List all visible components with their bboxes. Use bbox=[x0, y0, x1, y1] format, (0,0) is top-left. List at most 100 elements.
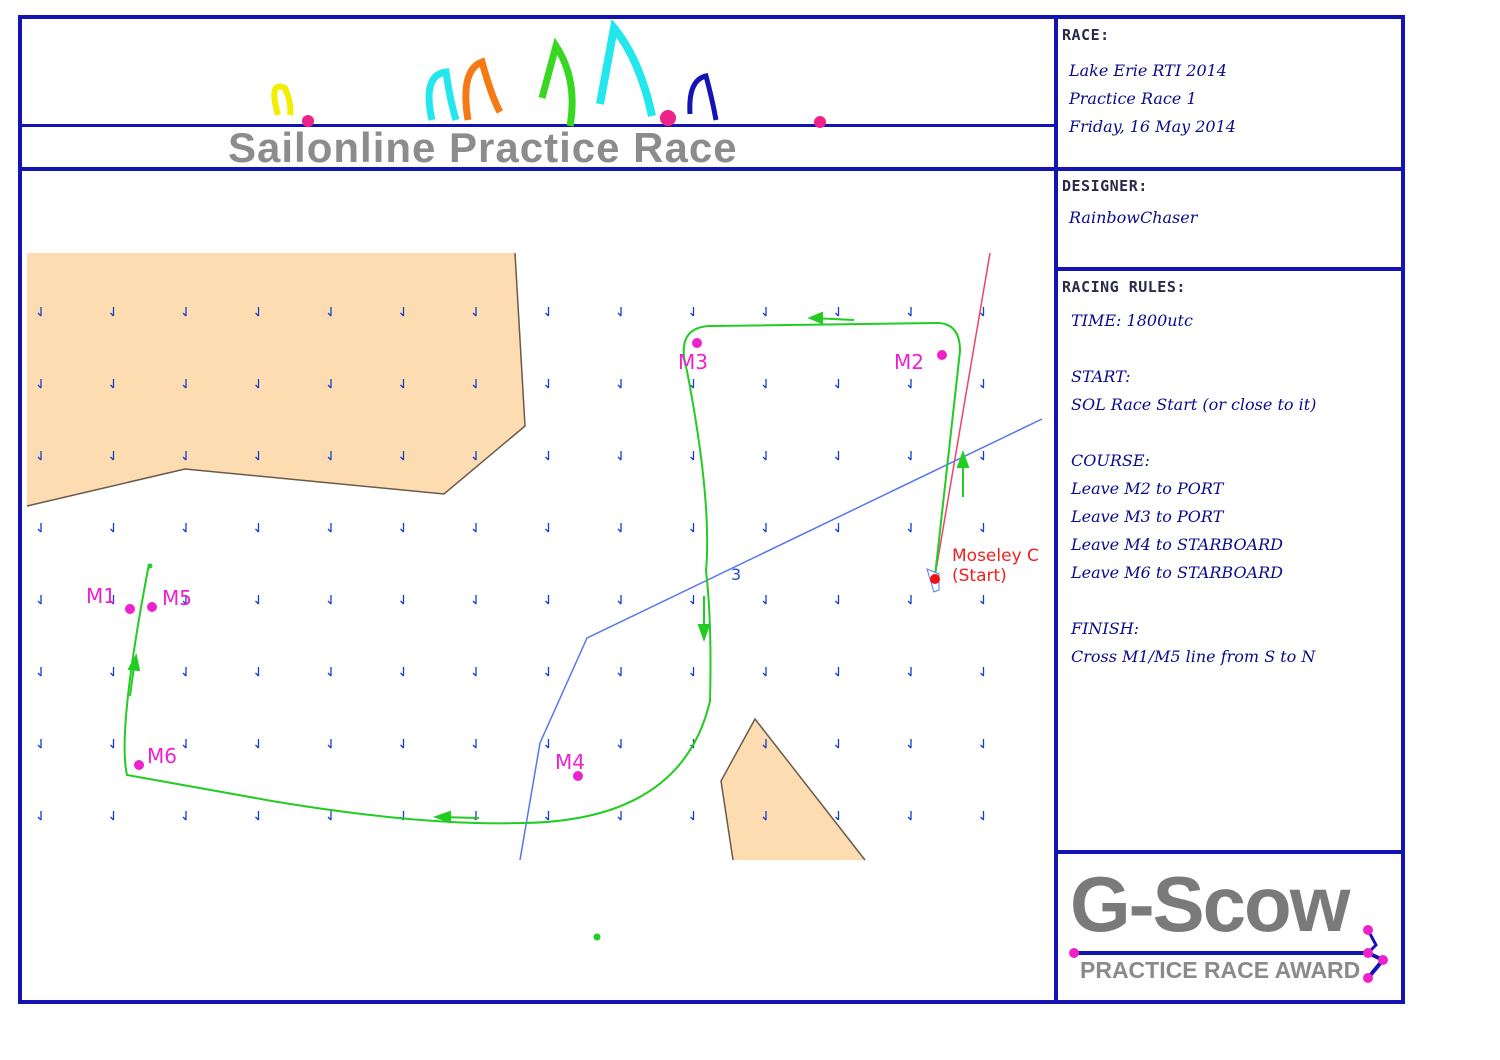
race-route bbox=[123, 321, 962, 825]
rules-course-line: Leave M3 to PORT bbox=[1071, 507, 1224, 526]
wind-arrow-icon bbox=[907, 523, 912, 533]
rules-time: TIME: 1800utc bbox=[1071, 311, 1193, 330]
wind-arrow-icon bbox=[472, 451, 477, 461]
buoy-1-icon bbox=[302, 115, 314, 127]
wind-arrow-icon bbox=[255, 451, 260, 461]
wind-arrow-icon bbox=[835, 451, 840, 461]
wind-arrow-icon bbox=[327, 811, 332, 821]
wind-arrow-icon bbox=[472, 595, 477, 605]
wind-arrow-icon bbox=[762, 523, 767, 533]
wind-arrow-icon bbox=[110, 595, 115, 605]
wind-arrow-icon bbox=[545, 307, 550, 317]
orange-sail-icon bbox=[462, 57, 504, 121]
rules-course-line: Leave M2 to PORT bbox=[1071, 479, 1224, 498]
rules-course-label: COURSE: bbox=[1071, 451, 1150, 470]
banner-title: Sailonline Practice Race bbox=[228, 124, 738, 171]
start-line bbox=[934, 252, 991, 577]
wind-arrow-icon bbox=[37, 307, 42, 317]
sails-logo bbox=[271, 20, 826, 128]
race-map: 3 Moseley C (Start) M1 M2 M3 M4 M5 M6 bbox=[26, 252, 1043, 941]
rules-start-text: SOL Race Start (or close to it) bbox=[1071, 395, 1317, 414]
wind-arrow-icon bbox=[762, 307, 767, 317]
wind-arrow-icon bbox=[400, 667, 405, 677]
wind-arrow-icon bbox=[762, 739, 767, 749]
wind-arrow-icon bbox=[37, 739, 42, 749]
route-arrows bbox=[127, 311, 970, 824]
award-logo-lines bbox=[1069, 925, 1388, 983]
wind-arrow-icon bbox=[545, 667, 550, 677]
wind-arrow-icon bbox=[255, 523, 260, 533]
wind-arrow-icon bbox=[400, 739, 405, 749]
buoy-2-icon bbox=[660, 110, 676, 126]
rules-course-line: Leave M6 to STARBOARD bbox=[1071, 563, 1283, 582]
wind-arrow-icon bbox=[327, 739, 332, 749]
wind-arrow-icon bbox=[182, 451, 187, 461]
wind-arrow-icon bbox=[980, 811, 985, 821]
wind-arrow-icon bbox=[980, 451, 985, 461]
wind-arrow-icon bbox=[690, 811, 695, 821]
rules-panel-title: RACING RULES: bbox=[1062, 278, 1186, 296]
award-buoy-icon bbox=[1363, 948, 1373, 958]
award-buoy-icon bbox=[1363, 925, 1373, 935]
start-point bbox=[930, 574, 940, 584]
wind-arrow-icon bbox=[327, 667, 332, 677]
route-stray-dot bbox=[593, 933, 601, 941]
wind-arrow-icon bbox=[762, 811, 767, 821]
wind-arrow-icon bbox=[690, 307, 695, 317]
wind-arrow-icon bbox=[110, 739, 115, 749]
wind-arrow-icon bbox=[255, 379, 260, 389]
race-panel-title: RACE: bbox=[1062, 26, 1110, 44]
land-north-west bbox=[27, 253, 525, 506]
mark-m6-point bbox=[134, 760, 144, 770]
wind-arrow-icon bbox=[37, 595, 42, 605]
wind-arrow-icon bbox=[835, 523, 840, 533]
wind-arrow-icon bbox=[472, 739, 477, 749]
wind-arrow-icon bbox=[835, 667, 840, 677]
wind-arrow-icon bbox=[110, 523, 115, 533]
wind-arrow-icon bbox=[327, 379, 332, 389]
award-subtitle: PRACTICE RACE AWARD bbox=[1080, 957, 1361, 983]
award-title: G-Scow bbox=[1070, 860, 1350, 948]
wind-arrow-icon bbox=[617, 379, 622, 389]
wind-arrow-icon bbox=[182, 667, 187, 677]
wind-arrow-icon bbox=[617, 451, 622, 461]
wind-arrow-icon bbox=[110, 811, 115, 821]
wind-arrow-icon bbox=[907, 595, 912, 605]
wind-arrow-icon bbox=[835, 739, 840, 749]
wind-arrow-icon bbox=[980, 739, 985, 749]
wind-arrow-icon bbox=[182, 739, 187, 749]
wind-arrow-icon bbox=[37, 811, 42, 821]
wind-arrow-icon bbox=[255, 595, 260, 605]
wind-arrow-icon bbox=[690, 379, 695, 389]
wind-arrow-icon bbox=[617, 595, 622, 605]
wind-arrow-icon bbox=[327, 451, 332, 461]
start-label-start: (Start) bbox=[952, 566, 1007, 586]
wind-arrow-icon bbox=[545, 451, 550, 461]
wind-arrow-icon bbox=[907, 451, 912, 461]
wind-arrow-icon bbox=[182, 595, 187, 605]
wind-arrow-icon bbox=[907, 307, 912, 317]
wind-arrow-icon bbox=[762, 451, 767, 461]
wind-arrow-icon bbox=[617, 523, 622, 533]
mark-m5-label: M5 bbox=[162, 586, 192, 610]
wind-arrow-icon bbox=[327, 595, 332, 605]
wind-arrow-icon bbox=[327, 523, 332, 533]
wind-arrow-icon bbox=[400, 595, 405, 605]
wind-arrow-icon bbox=[690, 595, 695, 605]
mark-m3-label: M3 bbox=[678, 350, 708, 374]
wind-arrow-icon bbox=[835, 379, 840, 389]
wind-arrow-icon bbox=[255, 667, 260, 677]
wind-arrow-icon bbox=[37, 379, 42, 389]
land-north-west-shore bbox=[26, 252, 526, 507]
wind-arrow-icon bbox=[110, 451, 115, 461]
wind-arrow-icon bbox=[545, 523, 550, 533]
wind-arrow-icon bbox=[907, 667, 912, 677]
wind-arrow-icon bbox=[400, 379, 405, 389]
mark-m4-label: M4 bbox=[555, 750, 585, 774]
designer-panel-title: DESIGNER: bbox=[1062, 177, 1148, 195]
wind-arrow-icon bbox=[472, 307, 477, 317]
wind-arrow-icon bbox=[400, 451, 405, 461]
wind-arrow-icon bbox=[762, 667, 767, 677]
designer-name: RainbowChaser bbox=[1069, 208, 1198, 227]
green-sail-icon bbox=[538, 37, 576, 127]
